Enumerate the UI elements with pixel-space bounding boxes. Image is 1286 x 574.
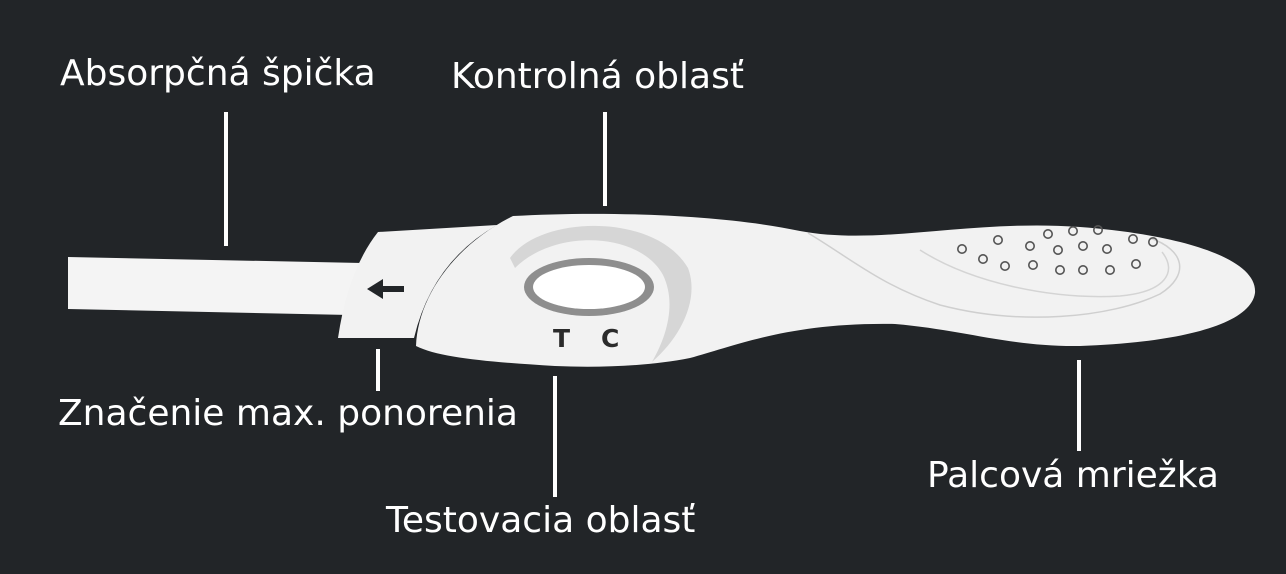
thumb-grip-dots <box>956 225 1159 275</box>
grip-dot <box>1093 225 1104 236</box>
control-letter: C <box>601 324 619 353</box>
grip-dot <box>1025 241 1036 252</box>
label-control-area: Kontrolná oblasť <box>451 56 744 97</box>
label-test-area: Testovacia oblasť <box>386 500 696 541</box>
grip-dot <box>1102 244 1113 255</box>
arrow-left-icon <box>367 279 404 299</box>
grip-dot <box>992 235 1003 246</box>
grip-outline <box>807 232 1181 318</box>
grip-dot <box>1043 229 1054 240</box>
label-absorbent-tip: Absorpčná špička <box>60 53 376 94</box>
grip-dot <box>1128 234 1139 245</box>
grip-outline-inner <box>919 249 1170 298</box>
grip-dot <box>1028 259 1039 270</box>
label-thumb-grip: Palcová mriežka <box>927 455 1219 496</box>
grip-dot <box>1105 264 1116 275</box>
grip-dot <box>1078 241 1089 252</box>
device-body <box>416 213 1256 367</box>
grip-dot <box>956 244 967 255</box>
result-window <box>533 265 645 309</box>
grip-dot <box>1131 258 1142 269</box>
absorbent-tip <box>68 257 362 315</box>
grip-dot <box>999 260 1010 271</box>
label-max-immersion-mark: Značenie max. ponorenia <box>58 393 518 434</box>
grip-dot <box>977 254 988 265</box>
test-letter: T <box>553 324 570 353</box>
grip-dot <box>1055 264 1066 275</box>
grip-dot <box>1068 226 1079 237</box>
grip-dot <box>1148 237 1159 248</box>
grip-dot <box>1078 264 1089 275</box>
cap-piece <box>338 225 497 338</box>
grip-dot <box>1053 245 1064 256</box>
